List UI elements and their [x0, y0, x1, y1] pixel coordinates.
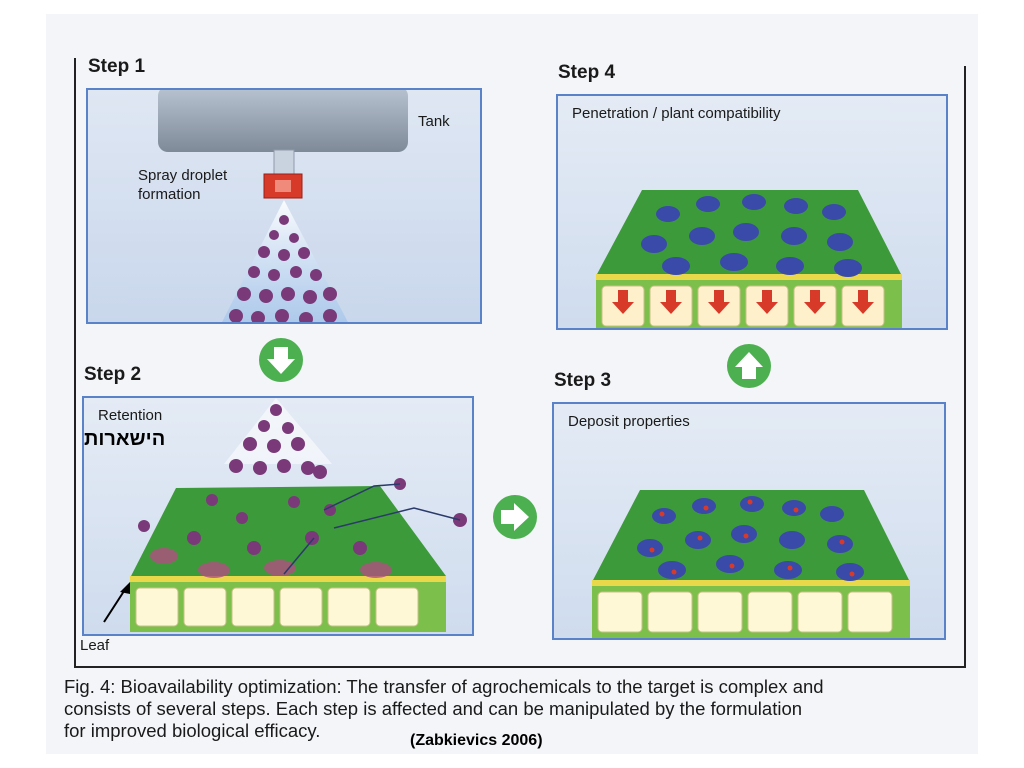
retention-illustration [130, 398, 467, 632]
green-circle-up-arrow-icon [727, 344, 771, 388]
frame-bottom-border [74, 666, 966, 668]
step1-title: Step 1 [88, 56, 146, 77]
tank-label: Tank [418, 113, 450, 130]
green-circle-right-arrow-icon [493, 495, 537, 539]
step2-panel: Retention [82, 396, 474, 636]
caption-line2: consists of several steps. Each step is … [64, 698, 803, 719]
spray-label-line2: formation [138, 186, 201, 203]
penetration-label: Penetration / plant compatibility [572, 105, 781, 122]
caption-line3: for improved biological efficacy. [64, 720, 321, 741]
penetration-illustration [596, 190, 902, 328]
hebrew-label: הישארות [84, 428, 166, 450]
step3-panel: Deposit properties [552, 402, 946, 640]
frame-right-border [964, 66, 966, 668]
frame-left-border [74, 58, 76, 668]
spray-label-line1: Spray droplet [138, 167, 228, 184]
leaf-label: Leaf [80, 637, 110, 654]
step3-title: Step 3 [554, 370, 612, 391]
spray-droplets [229, 215, 337, 322]
caption-line1: Fig. 4: Bioavailability optimization: Th… [64, 676, 824, 697]
step1-panel: Tank Spray droplet formation [86, 88, 482, 324]
deposit-illustration [592, 490, 910, 638]
step2-title: Step 2 [84, 364, 142, 385]
step4-title: Step 4 [558, 62, 616, 83]
tank-icon [158, 90, 408, 152]
leaf-surface [130, 486, 446, 578]
green-circle-down-arrow-icon [259, 338, 303, 382]
retention-label: Retention [98, 407, 163, 424]
citation: (Zabkievics 2006) [410, 732, 543, 749]
figure-caption: Fig. 4: Bioavailability optimization: Th… [64, 676, 964, 742]
spray-illustration [158, 90, 408, 322]
black-pointer-arrow-icon [103, 582, 130, 623]
deposit-label: Deposit properties [568, 413, 690, 430]
step4-panel: Penetration / plant compatibility [556, 94, 948, 330]
penetration-arrows [612, 290, 874, 314]
spray-cone [222, 200, 348, 322]
